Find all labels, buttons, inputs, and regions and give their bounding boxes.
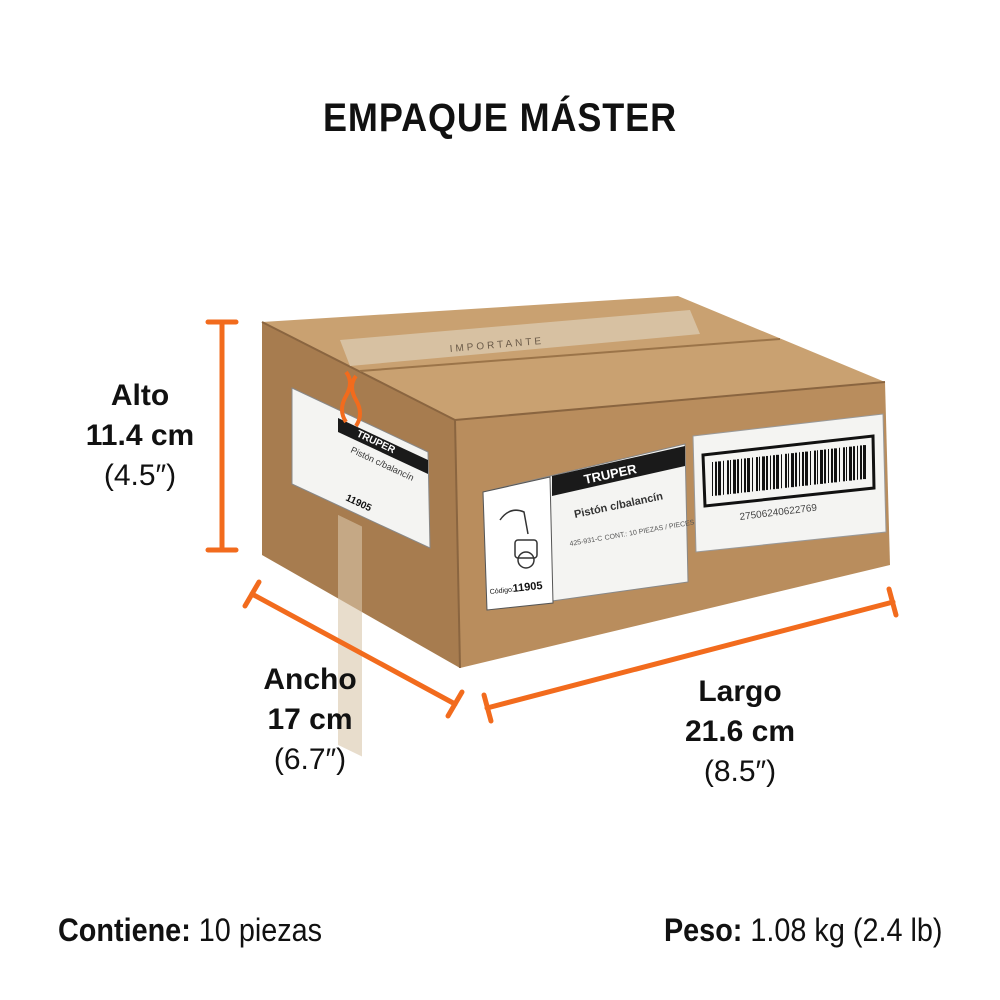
barcode-stripe [759, 456, 760, 491]
barcode-stripe [853, 446, 855, 481]
box-vertical-edge [454, 419, 461, 669]
weight-value: 1.08 kg (2.4 lb) [749, 912, 942, 948]
barcode-stripe [741, 458, 742, 493]
barcode-stripe [791, 453, 794, 488]
contents-value: 10 piezas [198, 912, 323, 948]
barcode-stripe [762, 456, 765, 491]
ancho-label: Ancho 17 cm (6.7″) [240, 660, 380, 780]
barcode-stripe [817, 450, 818, 485]
largo-name: Largo [698, 675, 782, 708]
barcode-stripe [718, 461, 721, 496]
barcode-stripe [857, 445, 858, 480]
barcode-stripe [863, 445, 866, 480]
barcode-stripe [814, 450, 816, 485]
barcode-stripe [773, 455, 775, 490]
page-title: EMPAQUE MÁSTER [323, 96, 677, 140]
barcode-stripe [715, 461, 717, 496]
barcode-stripe [795, 452, 797, 487]
barcode-stripe [730, 459, 731, 494]
packing-tape [340, 310, 700, 366]
barcode-stripe [747, 458, 750, 493]
largo-dimension-line [481, 586, 899, 724]
barcode-stripe [839, 447, 840, 482]
barcode-stripe [752, 457, 753, 492]
box-top-face [262, 296, 885, 420]
barcode-stripe [834, 448, 837, 483]
barcode-stripe [785, 453, 787, 488]
barcode-stripe [860, 445, 862, 480]
alto-label: Alto 11.4 cm (4.5″) [80, 376, 200, 496]
alto-name: Alto [110, 379, 170, 412]
front-label-code: 11905 [512, 580, 543, 595]
front-label-panel [482, 476, 554, 611]
barcode-stripe [733, 459, 736, 494]
barcode-stripe [766, 455, 768, 490]
truper-logo-mark-icon [340, 370, 362, 428]
barcode-stripe [781, 454, 782, 489]
barcode-stripe [802, 451, 804, 486]
barcode-stripe [846, 446, 847, 481]
barcode-stripe [776, 454, 779, 489]
ancho-name: Ancho [263, 663, 357, 696]
alto-dimension-line [205, 319, 239, 553]
barcode-label [692, 413, 887, 553]
barcode-stripe [828, 449, 829, 483]
barcode-stripe [723, 460, 724, 495]
ancho-dimension-line [242, 579, 465, 719]
barcode-stripe [805, 451, 808, 486]
barcode-stripe [770, 455, 771, 490]
side-label [291, 387, 431, 549]
side-label-brand-bar [338, 418, 428, 474]
barcode-stripe [756, 457, 758, 492]
largo-imperial: (8.5″) [703, 755, 777, 788]
largo-label: Largo 21.6 cm (8.5″) [660, 672, 820, 792]
barcode-frame [701, 434, 876, 508]
barcode-stripe [831, 448, 833, 483]
barcode-stripe [712, 461, 713, 496]
barcode-stripe [799, 452, 800, 487]
alto-imperial: (4.5″) [103, 459, 177, 492]
barcode [701, 434, 876, 508]
barcode-stripe [727, 460, 729, 495]
side-tape-strip [338, 514, 362, 757]
ancho-imperial: (6.7″) [273, 743, 347, 776]
barcode-stripe [824, 449, 826, 484]
ancho-metric: 17 cm [267, 703, 353, 736]
box-top-seam [359, 338, 781, 372]
weight-key: Peso: [663, 912, 742, 948]
barcode-stripe [788, 453, 789, 488]
front-label-brand-bar [552, 446, 685, 496]
barcode-stripe [744, 458, 746, 493]
front-label-code-label: Código: [489, 586, 514, 595]
alto-metric: 11.4 cm [85, 419, 195, 452]
piston-icon [499, 509, 538, 569]
barcode-stripe [810, 451, 811, 486]
barcode-stripe [737, 459, 739, 494]
barcode-stripe [820, 449, 823, 484]
weight-info: Peso: 1.08 kg (2.4 lb) [663, 912, 942, 949]
barcode-stripe [849, 446, 852, 481]
contents-key: Contiene: [58, 912, 191, 948]
largo-metric: 21.6 cm [684, 715, 796, 748]
barcode-stripe [843, 447, 845, 482]
contents-info: Contiene: 10 piezas [58, 912, 322, 949]
